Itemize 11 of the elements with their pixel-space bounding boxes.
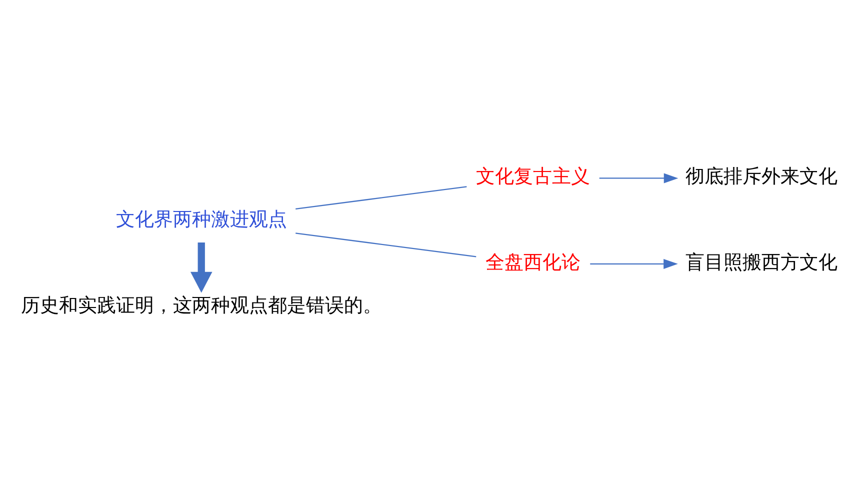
connector (296, 232, 476, 257)
node-text: 全盘西化论 (486, 250, 581, 273)
arrow (190, 242, 212, 292)
connector (296, 186, 467, 210)
node-text: 文化界两种激进观点 (116, 208, 287, 230)
node-text: 盲目照搬西方文化 (686, 250, 838, 273)
node-text: 文化复古主义 (476, 165, 590, 188)
arrow (590, 258, 678, 268)
arrow (599, 172, 678, 183)
node-text: 历史和实践证明，这两种观点都是错误的。 (20, 294, 382, 316)
node-text: 彻底排斥外来文化 (686, 165, 838, 188)
